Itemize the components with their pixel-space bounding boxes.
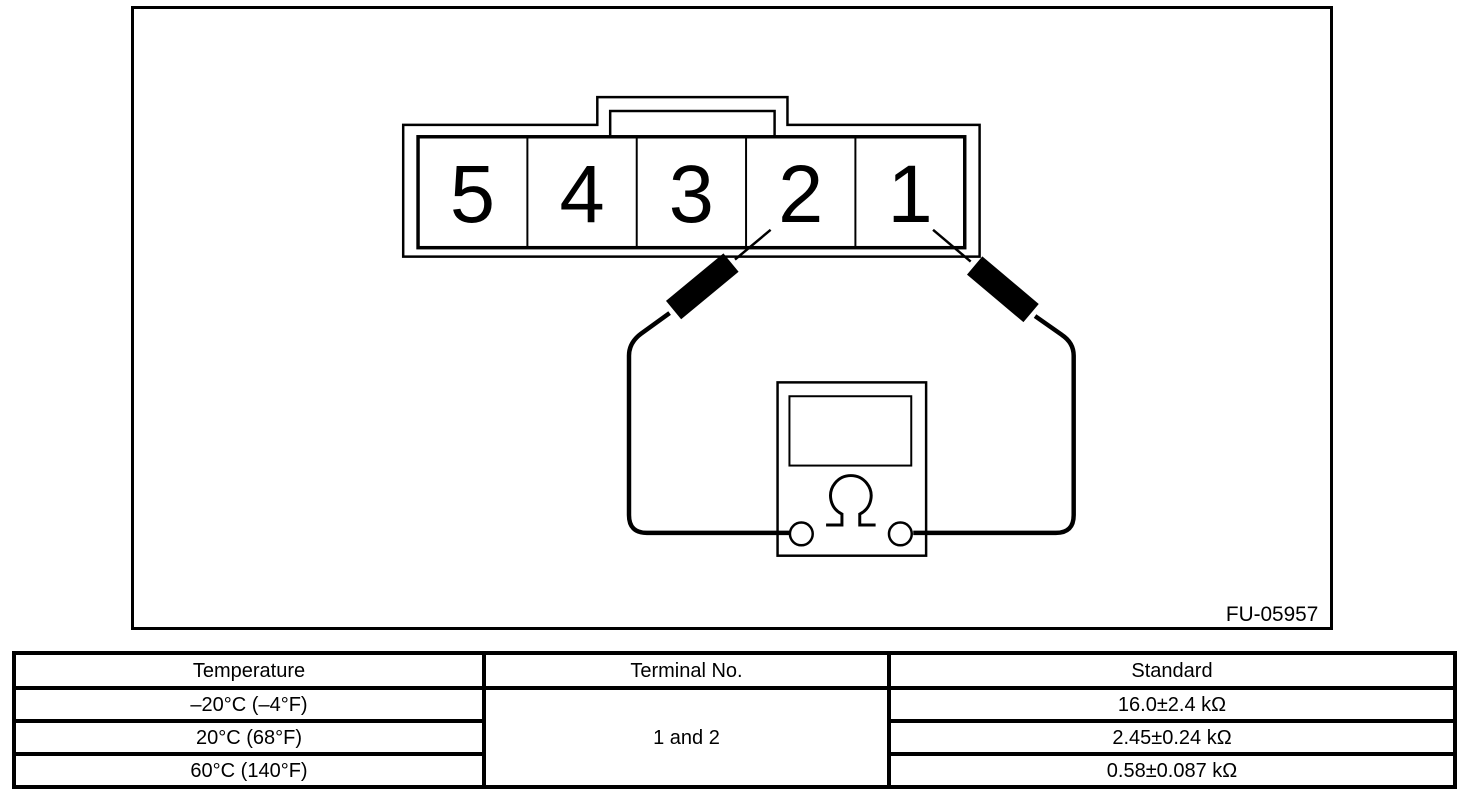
- figure-code: FU-05957: [1226, 603, 1318, 626]
- table-header-row: Temperature Terminal No. Standard: [12, 651, 1457, 690]
- connector-tab: [608, 109, 776, 139]
- table-row: 20°C (68°F) 2.45±0.24 kΩ: [12, 719, 1457, 756]
- terminal-no-cell: 1 and 2: [482, 686, 891, 789]
- test-probe-tip-left: [734, 228, 772, 261]
- omega-symbol: [826, 474, 876, 527]
- terminal-number-3: 3: [669, 149, 714, 240]
- figure-frame: 5 4 3 2 1 FU-05957: [131, 6, 1333, 630]
- table-row: –20°C (–4°F) 1 and 2 16.0±2.4 kΩ: [12, 686, 1457, 789]
- terminal-no-header: Terminal No.: [482, 651, 891, 690]
- ohmmeter-terminal-left: [788, 521, 814, 547]
- terminal-number-5: 5: [450, 149, 495, 240]
- resistance-spec-table: Temperature Terminal No. Standard –20°C …: [12, 651, 1457, 789]
- temperature-cell: –20°C (–4°F): [12, 686, 486, 723]
- temperature-cell: 60°C (140°F): [12, 752, 486, 789]
- standard-cell: 0.58±0.087 kΩ: [887, 752, 1457, 789]
- terminal-number-4: 4: [559, 149, 604, 240]
- temperature-header: Temperature: [12, 651, 486, 690]
- circuit-diagram: 5 4 3 2 1 FU-05957: [401, 95, 1318, 626]
- standard-cell: 2.45±0.24 kΩ: [887, 719, 1457, 756]
- test-probe-left: [665, 253, 739, 320]
- temperature-cell: 20°C (68°F): [12, 719, 486, 756]
- connector-body: [416, 135, 967, 250]
- ohmmeter-terminal-right: [887, 521, 913, 547]
- standard-cell: 16.0±2.4 kΩ: [887, 686, 1457, 723]
- test-lead-wire-right: [913, 314, 1076, 536]
- ohmmeter-display: [788, 395, 913, 467]
- table-row: 60°C (140°F) 0.58±0.087 kΩ: [12, 752, 1457, 789]
- test-probe-tip-right: [932, 228, 972, 263]
- standard-header: Standard: [887, 651, 1457, 690]
- terminal-number-2: 2: [778, 149, 823, 240]
- terminal-number-1: 1: [887, 149, 932, 240]
- test-probe-right: [966, 256, 1039, 323]
- test-lead-wire-left: [626, 311, 790, 536]
